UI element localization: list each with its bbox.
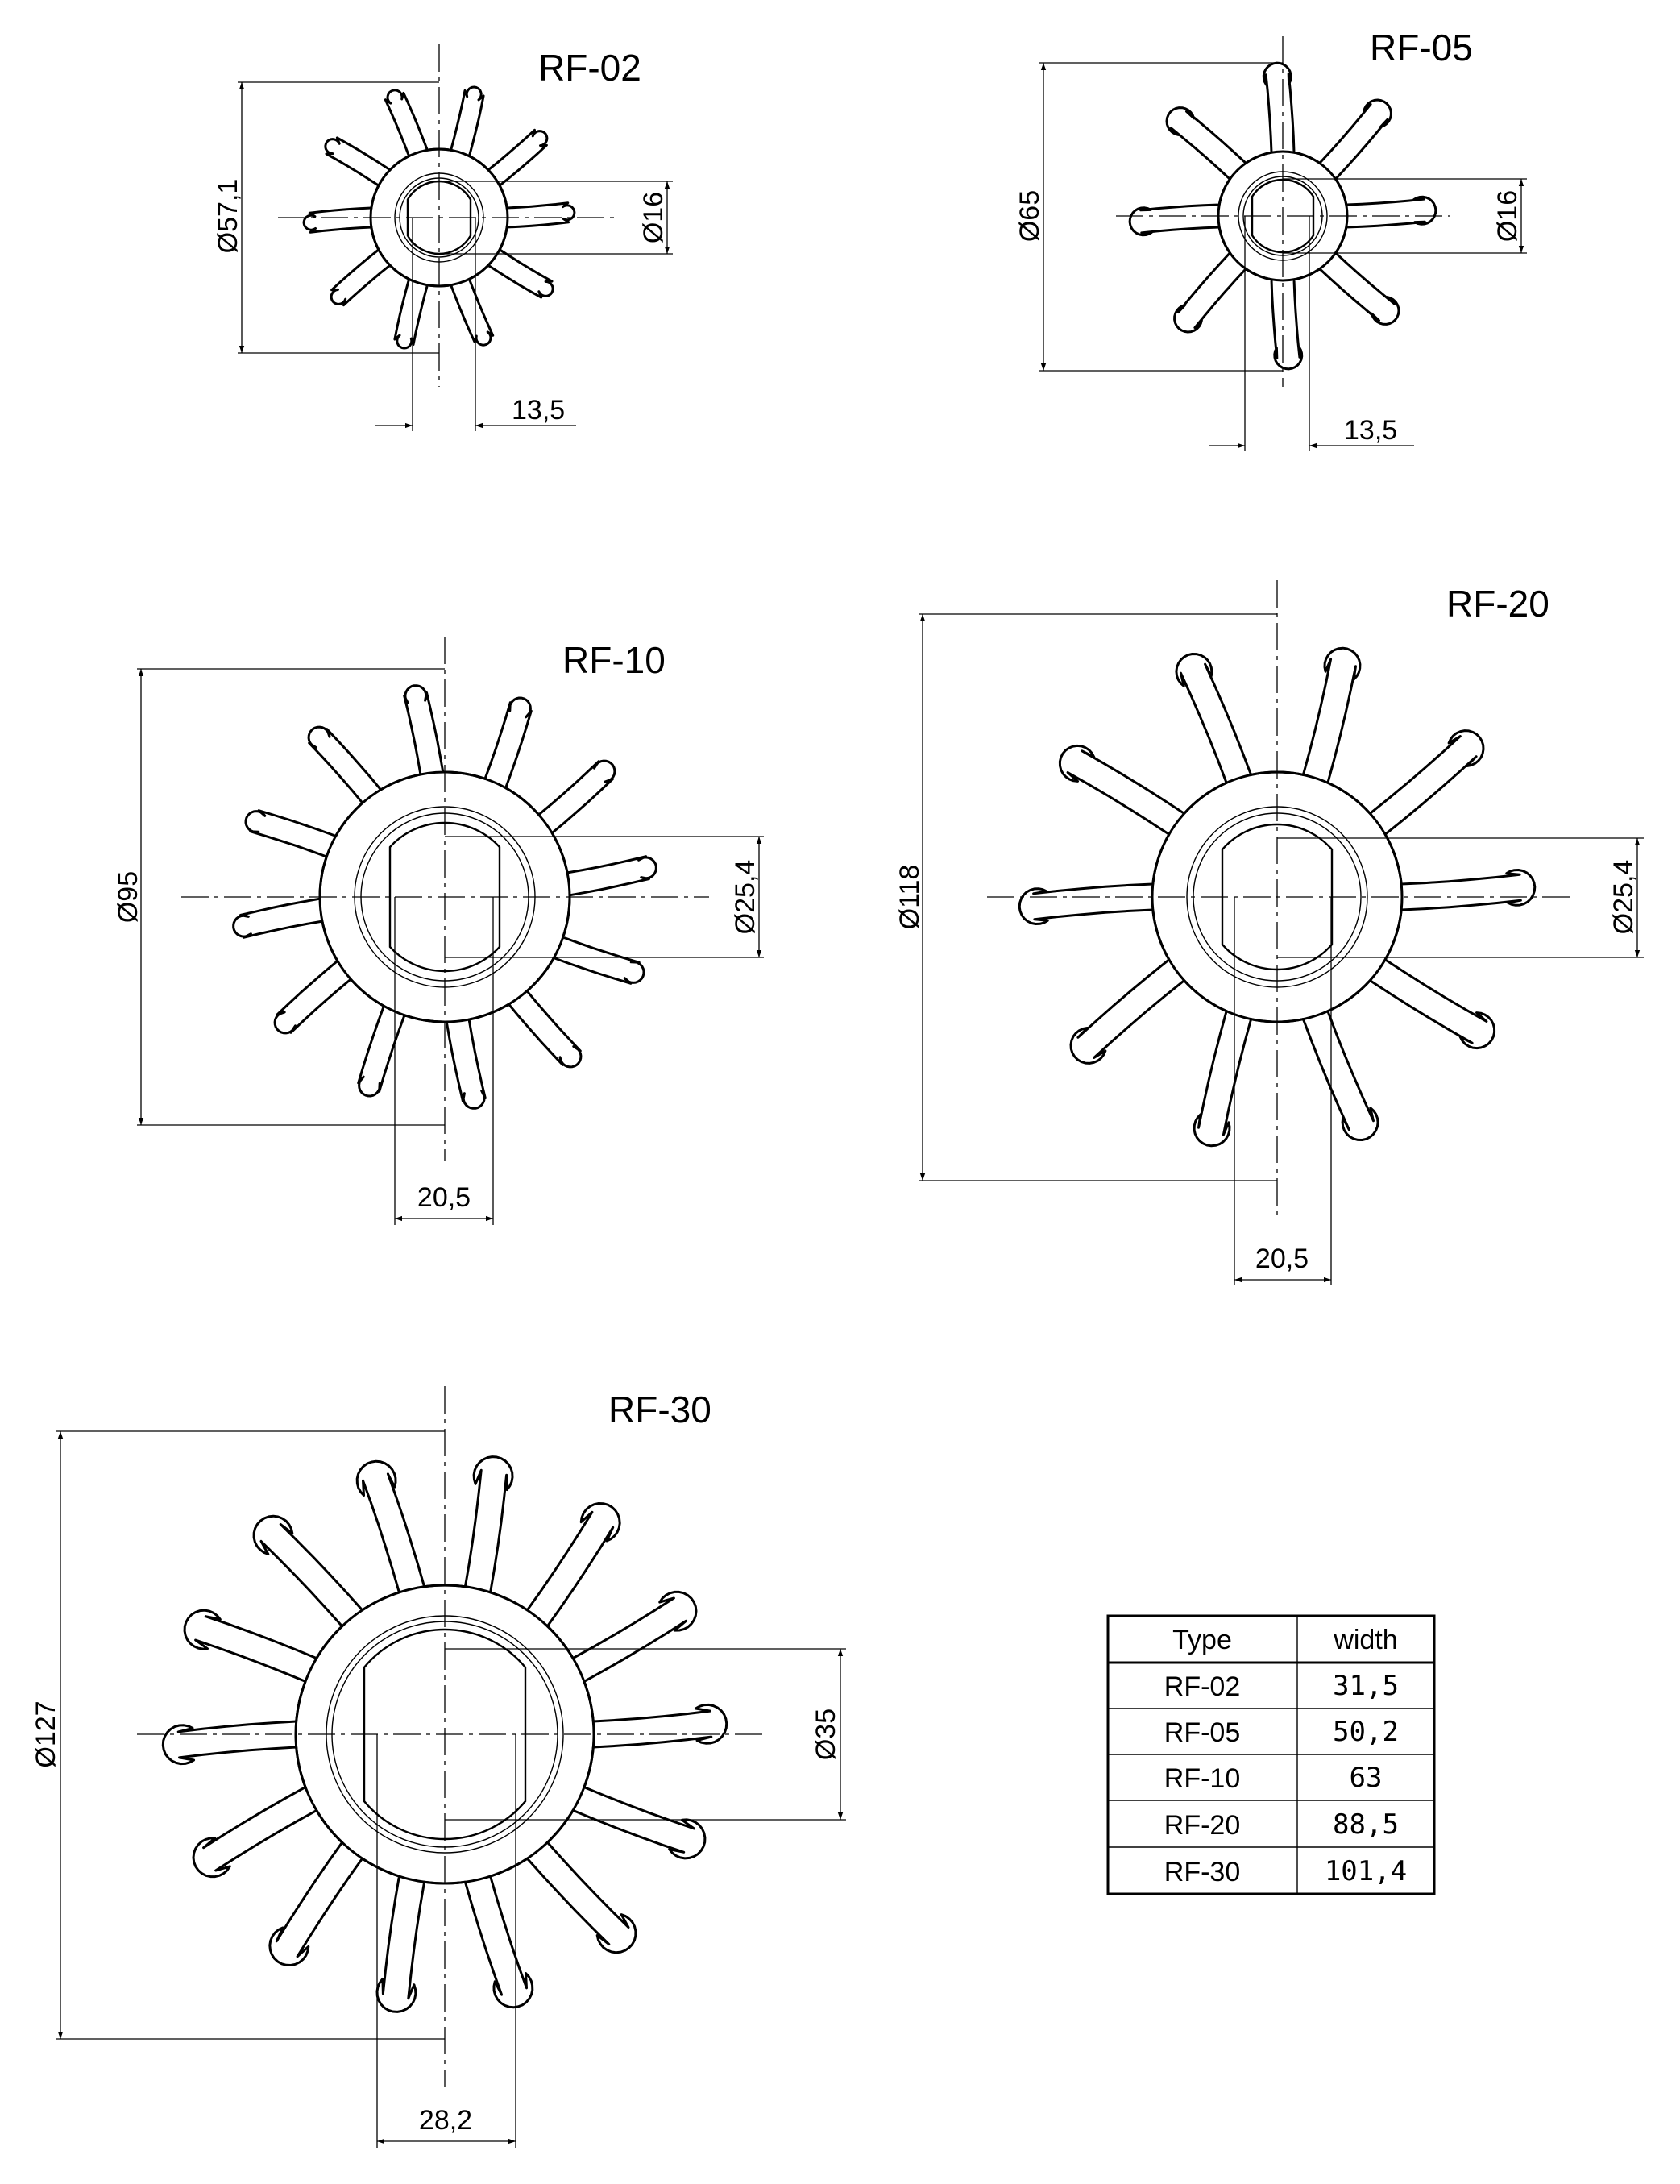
table-header-width: width xyxy=(1333,1625,1397,1655)
impeller-rf-02 xyxy=(238,44,673,431)
table-cell-width: 63 xyxy=(1350,1762,1383,1794)
title-rf-05: RF-05 xyxy=(1370,27,1473,69)
impeller-rf-30 xyxy=(56,1386,846,2148)
dim-bore-rf-10: Ø25,4 xyxy=(730,860,761,935)
table-cell-type: RF-05 xyxy=(1164,1717,1240,1748)
dim-bore-rf-30: Ø35 xyxy=(811,1709,841,1760)
width-table: Type width RF-02 31,5 RF-05 50,2 RF-10 6… xyxy=(1106,1614,1436,1895)
dim-outer-rf-02: Ø57,1 xyxy=(213,179,243,254)
table-cell-width: 101,4 xyxy=(1325,1855,1407,1887)
impeller-rf-05 xyxy=(1039,36,1527,451)
table-cell-width: 88,5 xyxy=(1333,1808,1399,1841)
table-cell-type: RF-30 xyxy=(1164,1857,1240,1887)
dim-width-rf-20: 20,5 xyxy=(1255,1244,1309,1274)
dim-width-rf-05: 13,5 xyxy=(1344,415,1397,446)
table-header-type: Type xyxy=(1172,1625,1232,1655)
title-rf-02: RF-02 xyxy=(538,47,641,89)
table-cell-type: RF-02 xyxy=(1164,1671,1240,1702)
dim-width-rf-30: 28,2 xyxy=(419,2105,472,2136)
dim-width-rf-10: 20,5 xyxy=(417,1182,471,1213)
table-cell-type: RF-10 xyxy=(1164,1763,1240,1794)
dim-bore-rf-05: Ø16 xyxy=(1492,190,1523,242)
title-rf-10: RF-10 xyxy=(562,639,666,681)
dim-outer-rf-30: Ø127 xyxy=(31,1700,61,1767)
title-rf-20: RF-20 xyxy=(1446,583,1549,625)
impeller-rf-20 xyxy=(919,580,1644,1285)
dim-outer-rf-10: Ø95 xyxy=(113,871,143,923)
dim-outer-rf-05: Ø65 xyxy=(1014,190,1045,242)
impeller-rf-10 xyxy=(137,637,764,1225)
title-rf-30: RF-30 xyxy=(608,1389,711,1430)
table-cell-width: 31,5 xyxy=(1333,1670,1399,1702)
dim-bore-rf-20: Ø25,4 xyxy=(1608,860,1639,935)
dim-bore-rf-02: Ø16 xyxy=(638,192,669,243)
table-cell-width: 50,2 xyxy=(1333,1716,1399,1748)
dim-outer-rf-20: Ø118 xyxy=(894,865,925,930)
dim-width-rf-02: 13,5 xyxy=(512,395,565,426)
table-cell-type: RF-20 xyxy=(1164,1810,1240,1841)
